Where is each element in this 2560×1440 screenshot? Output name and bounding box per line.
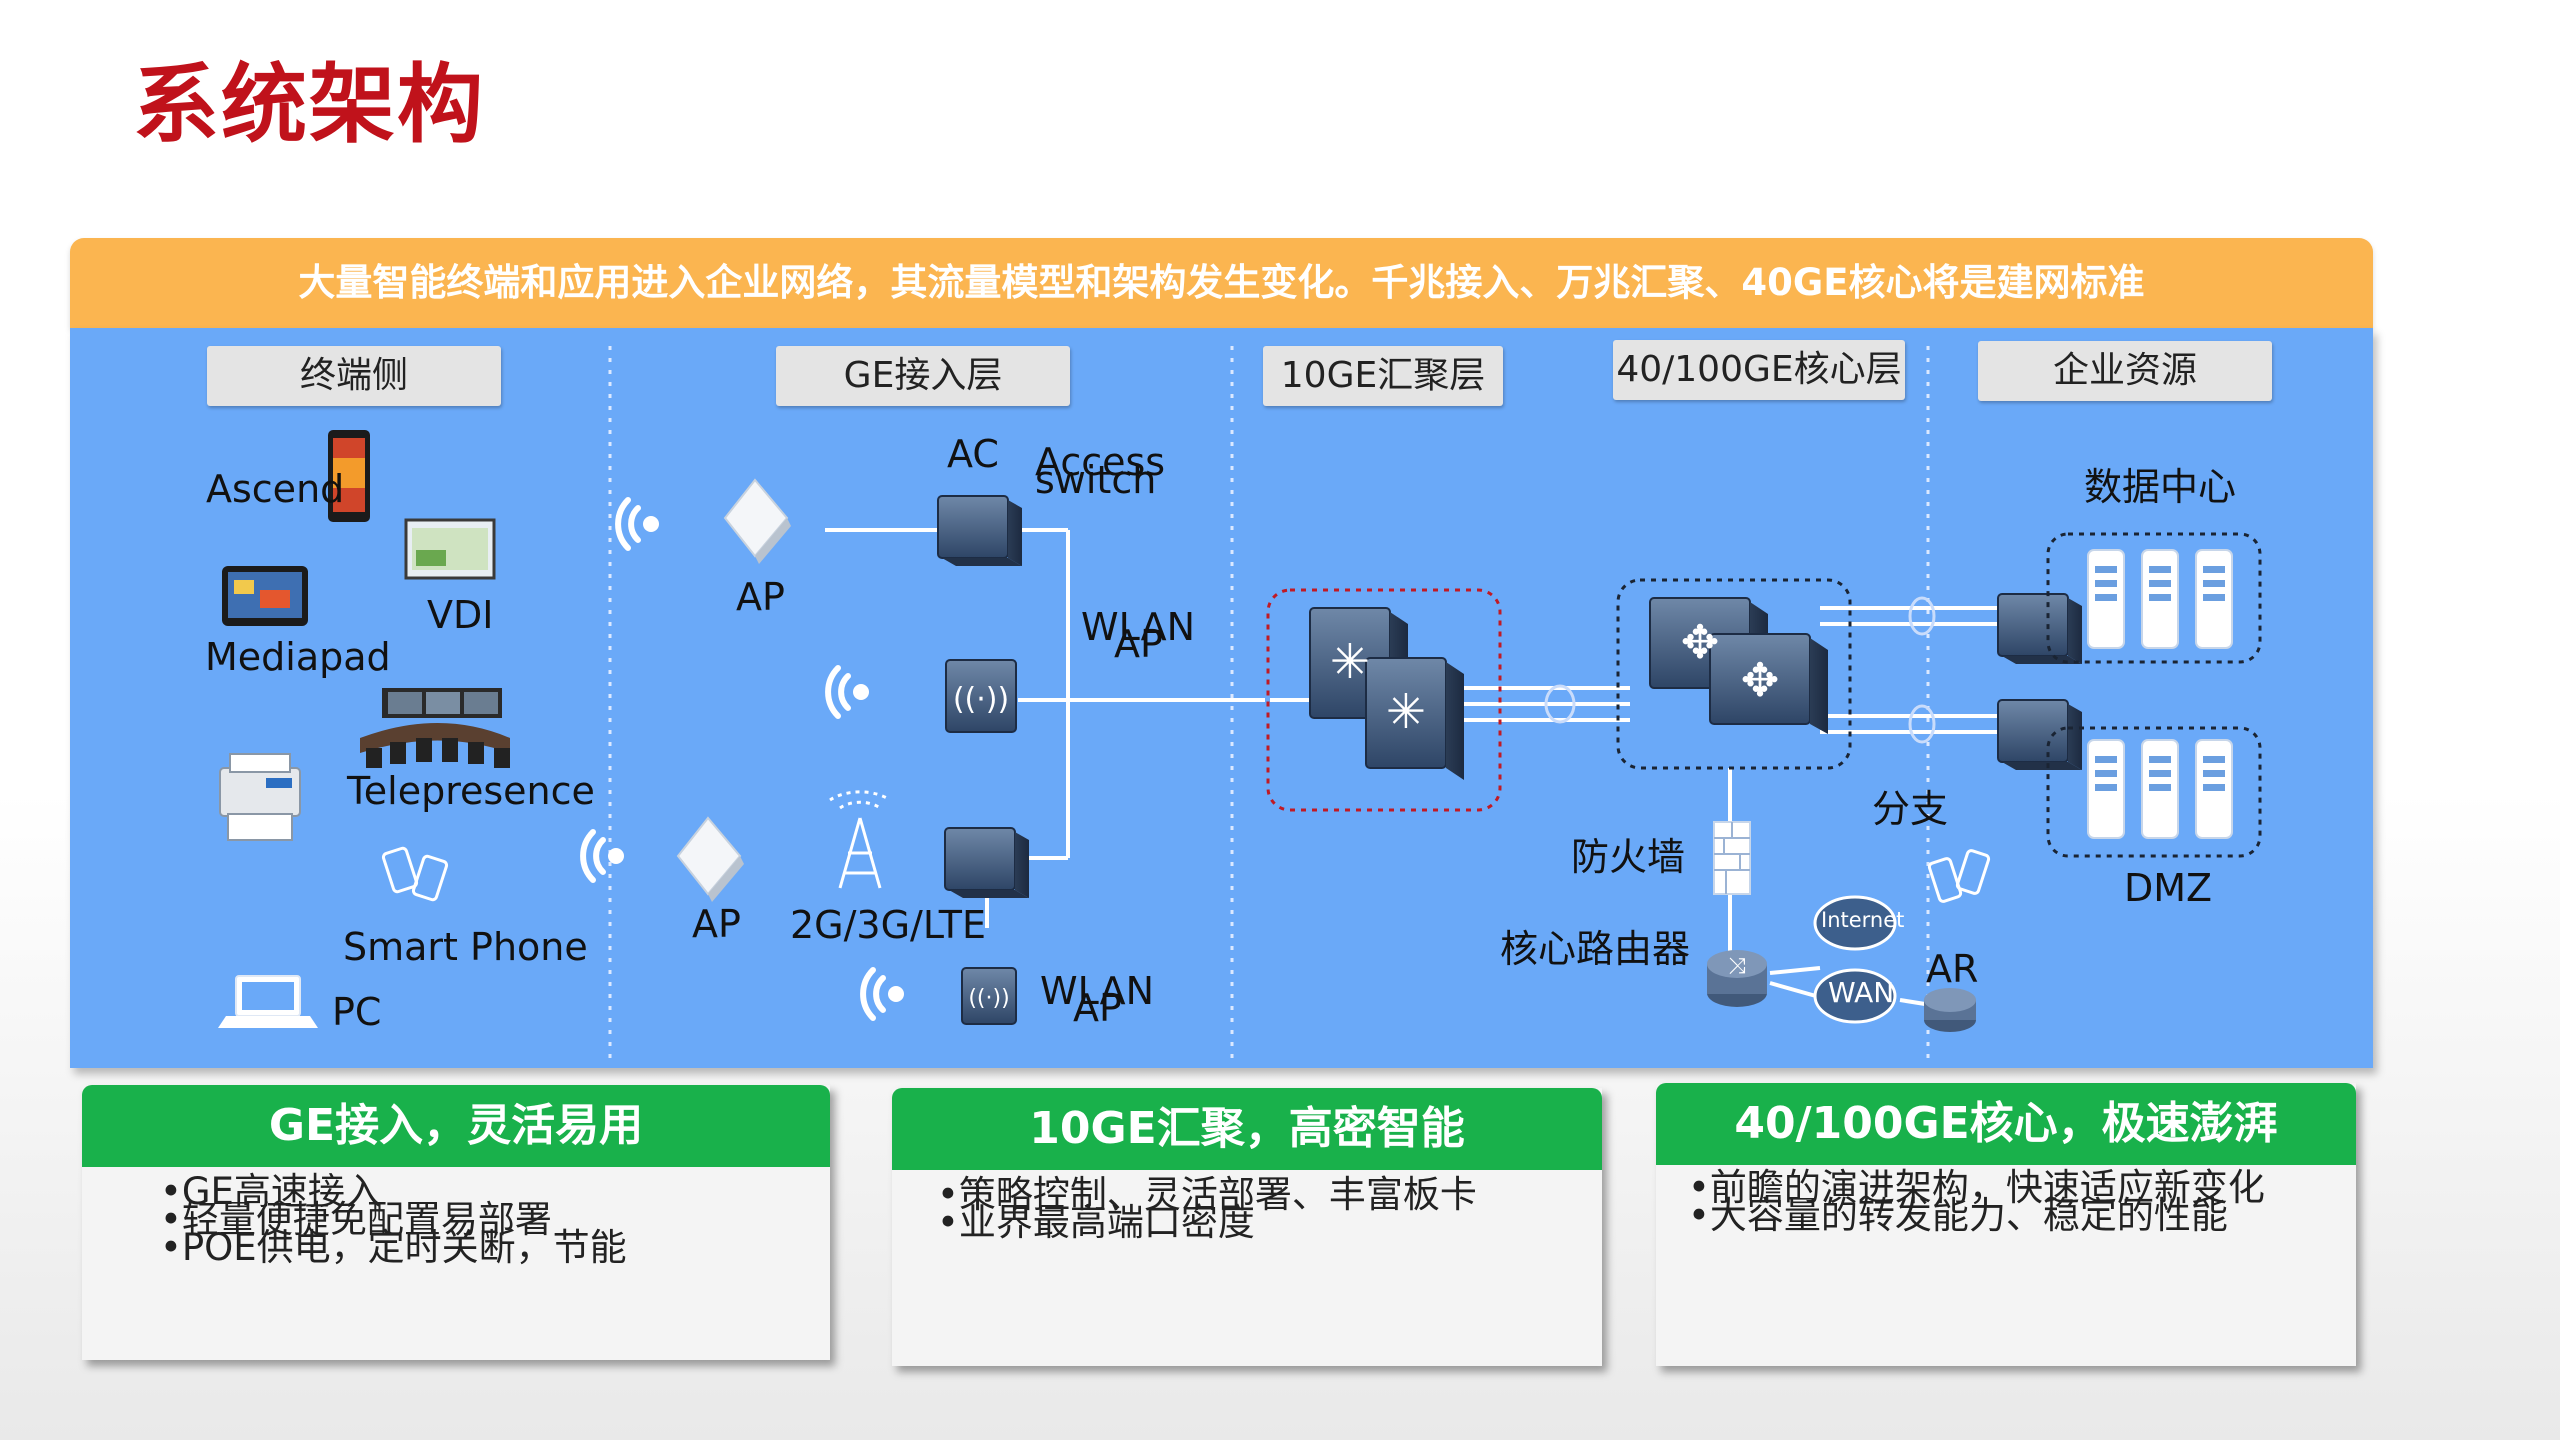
svg-text:((·)): ((·))	[968, 986, 1009, 1011]
feature-card-core: 40/100GE核心，极速澎湃 •前瞻的演进架构，快速适应新变化 •大容量的转发…	[1656, 1083, 2356, 1366]
network-diagram: ((·)) ((·)) ✳ ✳	[70, 328, 2373, 1068]
feature-card-10ge-aggregation: 10GE汇聚，高密智能 •策略控制、灵活部署、丰富板卡 •业界最高端口密度	[892, 1088, 1602, 1366]
label-smart-phone: Smart Phone	[343, 925, 588, 969]
branch-phone-icon	[1927, 849, 1991, 903]
wlan-ap-icon-2: ((·))	[961, 967, 1017, 1025]
card-title: GE接入，灵活易用	[82, 1085, 830, 1167]
card-item: •策略控制、灵活部署、丰富板卡	[937, 1173, 1477, 1216]
layer-label-core: 40/100GE核心层	[1613, 340, 1905, 400]
card-item: •轻量便捷免配置易部署	[160, 1198, 552, 1241]
label-access-switch-1: Access	[1035, 440, 1166, 484]
label-access-switch-2: switch	[1035, 458, 1157, 502]
label-ap-bottom: AP	[692, 902, 741, 946]
wlan-ap-icon-1: ((·))	[945, 659, 1017, 733]
aggregation-switch-icon: ✳ ✳	[1309, 607, 1464, 780]
label-ar: AR	[1926, 947, 1979, 991]
label-wlan-ap-2a: WLAN	[1040, 969, 1155, 1013]
svg-text:✳: ✳	[1386, 684, 1426, 740]
card-item: •大容量的转发能力、稳定的性能	[1688, 1194, 2228, 1237]
page-title: 系统架构	[133, 55, 485, 155]
wan-cloud-icon	[1813, 968, 1897, 1024]
cell-tower-icon	[829, 790, 891, 889]
vdi-monitor-icon	[404, 518, 496, 580]
label-branch: 分支	[1872, 787, 1949, 831]
layer-label-ge-access: GE接入层	[776, 346, 1070, 406]
label-wlan-ap-1a: WLAN	[1081, 605, 1196, 649]
svg-text:✥: ✥	[1741, 653, 1780, 707]
label-wan: WAN	[1828, 976, 1895, 1009]
label-core-router: 核心路由器	[1500, 927, 1691, 971]
label-wlan-ap-2b: AP	[1073, 986, 1122, 1030]
card-item: •前瞻的演进架构，快速适应新变化	[1688, 1166, 2265, 1209]
layer-label-terminal: 终端侧	[207, 346, 501, 406]
core-switch-icon: ✥ ✥	[1649, 597, 1828, 734]
label-ascend: Ascend	[206, 467, 345, 511]
label-firewall: 防火墙	[1571, 835, 1686, 879]
telepresence-icon	[360, 688, 510, 768]
svg-text:✳: ✳	[1330, 634, 1370, 690]
label-pc: PC	[332, 990, 382, 1034]
svg-text:⤨: ⤨	[1728, 954, 1746, 979]
layer-label-10ge-aggregation: 10GE汇聚层	[1263, 346, 1503, 406]
card-item: •业界最高端口密度	[937, 1201, 1255, 1244]
smart-phone-icon	[381, 846, 449, 902]
label-vdi: VDI	[427, 593, 494, 637]
label-dmz: DMZ	[2124, 866, 2213, 910]
label-telepresence: Telepresence	[347, 769, 595, 813]
card-item: •GE高速接入	[160, 1170, 382, 1213]
card-title: 10GE汇聚，高密智能	[892, 1088, 1602, 1170]
internet-cloud-icon	[1813, 895, 1897, 951]
diagram-graphics: ((·)) ((·)) ✳ ✳	[218, 346, 2262, 1063]
headline-banner: 大量智能终端和应用进入企业网络，其流量模型和架构发生变化。千兆接入、万兆汇聚、4…	[70, 238, 2373, 328]
label-internet: Internet	[1821, 908, 1905, 932]
ar-router-icon	[1924, 988, 1976, 1032]
label-wlan-ap-1b: AP	[1114, 622, 1163, 666]
card-title: 40/100GE核心，极速澎湃	[1656, 1083, 2356, 1165]
printer-icon	[219, 753, 301, 841]
core-router-icon: ⤨	[1707, 950, 1767, 1007]
feature-card-ge-access: GE接入，灵活易用 •GE高速接入 •轻量便捷免配置易部署 •POE供电，定时关…	[82, 1085, 830, 1360]
label-mediapad: Mediapad	[205, 635, 391, 679]
label-ac: AC	[947, 432, 999, 476]
label-cellular: 2G/3G/LTE	[790, 903, 987, 947]
layer-label-resources: 企业资源	[1978, 341, 2272, 401]
svg-text:((·)): ((·))	[953, 682, 1009, 717]
ascend-phone-icon	[328, 430, 370, 522]
card-item: •POE供电，定时关断，节能	[160, 1226, 627, 1269]
svg-text:✥: ✥	[1681, 615, 1720, 669]
label-ap-top: AP	[736, 575, 785, 619]
mediapad-tablet-icon	[222, 566, 308, 626]
pc-laptop-icon	[218, 975, 318, 1028]
firewall-icon	[1713, 821, 1751, 895]
label-data-center: 数据中心	[2084, 465, 2237, 509]
